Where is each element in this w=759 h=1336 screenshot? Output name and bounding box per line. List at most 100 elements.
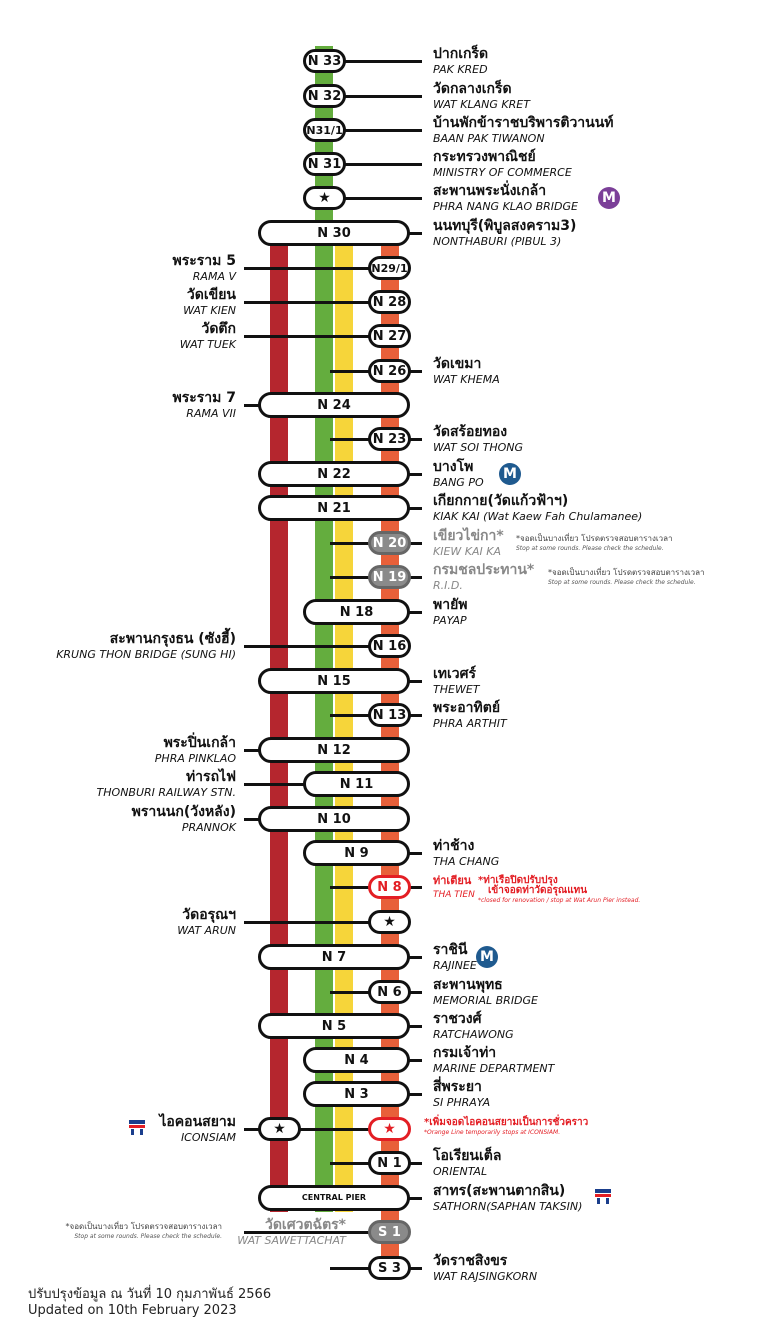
note-th: *จอดเป็นบางเที่ยว โปรดตรวจสอบตารางเวลา — [65, 1222, 222, 1231]
station-name-en: RAMA VII — [186, 407, 236, 420]
station-marker[interactable]: N 15 — [258, 668, 410, 694]
station-name-th: พระอาทิตย์ — [433, 700, 501, 716]
station-code: N 27 — [372, 328, 407, 344]
station-marker[interactable]: N 31 — [303, 152, 346, 176]
station-marker[interactable]: N29/1 — [368, 256, 411, 280]
station-tick — [330, 197, 422, 200]
station-marker[interactable]: N 27 — [368, 324, 411, 348]
station-code: N 18 — [339, 604, 374, 620]
station-marker[interactable]: N 24 — [258, 392, 410, 418]
station-name-en: THA TIEN — [433, 890, 475, 900]
station-marker[interactable]: N 13 — [368, 703, 411, 727]
station-marker[interactable]: N 9 — [303, 840, 410, 866]
station-code: N 23 — [372, 431, 407, 447]
station-name-en: WAT KLANG KRET — [433, 98, 530, 111]
mrt-purple-icon: M — [598, 187, 620, 209]
note-th: *จอดเป็นบางเที่ยว โปรดตรวจสอบตารางเวลา — [516, 534, 673, 543]
update-note: ปรับปรุงข้อมูล ณ วันที่ 10 กุมภาพันธ์ 25… — [28, 1287, 271, 1319]
mrt-blue-icon: M — [499, 463, 521, 485]
station-marker[interactable]: N 19 — [368, 565, 411, 589]
station-label: กระทรวงพาณิชย์MINISTRY OF COMMERCE — [433, 149, 572, 179]
station-name-th: ปากเกร็ด — [433, 46, 489, 62]
station-tick — [330, 95, 422, 98]
station-marker[interactable]: N 23 — [368, 427, 411, 451]
station-code: N 22 — [317, 466, 351, 482]
station-name-en: MEMORIAL BRIDGE — [433, 994, 539, 1007]
station-name-en: KIAK KAI (Wat Kaew Fah Chulamanee) — [433, 510, 643, 523]
station-marker[interactable]: S 1 — [368, 1220, 411, 1244]
station-name-th: เทเวศร์ — [433, 666, 477, 682]
station-name-th: ไอคอนสยาม — [159, 1114, 236, 1130]
station-marker[interactable]: CENTRAL PIER — [258, 1185, 410, 1211]
station-name-en: NONTHABURI (PIBUL 3) — [433, 235, 562, 248]
station-marker[interactable]: N 30 — [258, 220, 410, 246]
station-code: N 6 — [377, 984, 402, 1000]
station-name-th: นนทบุรี(พิบูลสงคราม3) — [433, 218, 577, 234]
station-name-en: WAT RAJSINGKORN — [433, 1270, 538, 1283]
station-code: N 15 — [317, 673, 351, 689]
station-name-en: SATHORN(SAPHAN TAKSIN) — [433, 1200, 583, 1213]
station-marker[interactable]: N 6 — [368, 980, 411, 1004]
station-marker[interactable]: N 28 — [368, 290, 411, 314]
station-marker[interactable]: ★ — [303, 186, 346, 210]
station-marker[interactable]: N 1 — [368, 1151, 411, 1175]
station-marker[interactable]: N 18 — [303, 599, 410, 625]
station-code: N 5 — [321, 1018, 347, 1034]
station-marker[interactable]: N 22 — [258, 461, 410, 487]
station-name-en: WAT SOI THONG — [433, 441, 524, 454]
station-marker[interactable]: N 33 — [303, 49, 346, 73]
station-note: *ท่าเรือปิดปรับปรุงเข้าจอดท่าวัดอรุณแทน*… — [478, 876, 640, 906]
star-icon: ★ — [383, 1121, 396, 1137]
station-name-en: ICONSIAM — [180, 1131, 236, 1144]
station-marker[interactable]: N 7 — [258, 944, 410, 970]
station-tick — [244, 267, 384, 270]
station-name-th: สะพานพุทธ — [433, 977, 503, 993]
station-label: ราชวงศ์RATCHAWONG — [433, 1011, 514, 1041]
station-name-th: พระปิ่นเกล้า — [163, 735, 236, 751]
station-name-en: PHRA PINKLAO — [154, 752, 236, 765]
station-marker[interactable]: N 26 — [368, 359, 411, 383]
station-name-th: ราชวงศ์ — [433, 1011, 482, 1027]
station-name-en: THA CHANG — [433, 855, 500, 868]
station-marker[interactable]: ★ — [258, 1117, 301, 1141]
station-name-th: โอเรียนเต็ล — [433, 1148, 502, 1164]
station-name-th: ท่ารถไฟ — [185, 769, 236, 785]
station-marker[interactable]: ★ — [368, 910, 411, 934]
station-name-th: วัดตึก — [201, 321, 236, 337]
station-code: N 16 — [372, 638, 407, 654]
station-marker[interactable]: N 21 — [258, 495, 410, 521]
station-code: N 28 — [372, 294, 407, 310]
station-marker[interactable]: N 16 — [368, 634, 411, 658]
station-marker[interactable]: N 11 — [303, 771, 410, 797]
station-marker[interactable]: N 10 — [258, 806, 410, 832]
station-code: N 11 — [339, 776, 374, 792]
station-name-th: ราชินี — [433, 942, 468, 958]
station-marker[interactable]: N 20 — [368, 531, 411, 555]
station-marker[interactable]: N31/1 — [303, 118, 346, 142]
station-name-en: KIEW KAI KA — [433, 545, 501, 558]
note-en: *closed for renovation / stop at Wat Aru… — [478, 897, 641, 904]
station-marker[interactable]: ★ — [368, 1117, 411, 1141]
station-marker[interactable]: N 32 — [303, 84, 346, 108]
station-label: ราชินีRAJINEE — [433, 942, 477, 972]
station-name-th: บ้านพักข้าราชบริพารติวานนท์ — [433, 115, 614, 131]
station-code: N 13 — [372, 707, 407, 723]
station-marker[interactable]: N 4 — [303, 1047, 410, 1073]
station-marker[interactable]: N 12 — [258, 737, 410, 763]
station-label: เขียวไข่กา*KIEW KAI KA — [433, 528, 504, 558]
station-tick — [244, 301, 384, 304]
station-marker[interactable]: N 5 — [258, 1013, 410, 1039]
station-marker[interactable]: N 3 — [303, 1081, 410, 1107]
station-name-th: บางโพ — [433, 459, 474, 475]
station-marker[interactable]: S 3 — [368, 1256, 411, 1280]
note-th: *เพิ่มจอดไอคอนสยามเป็นการชั่วคราว — [424, 1117, 589, 1128]
station-marker[interactable]: N 8 — [368, 875, 411, 899]
